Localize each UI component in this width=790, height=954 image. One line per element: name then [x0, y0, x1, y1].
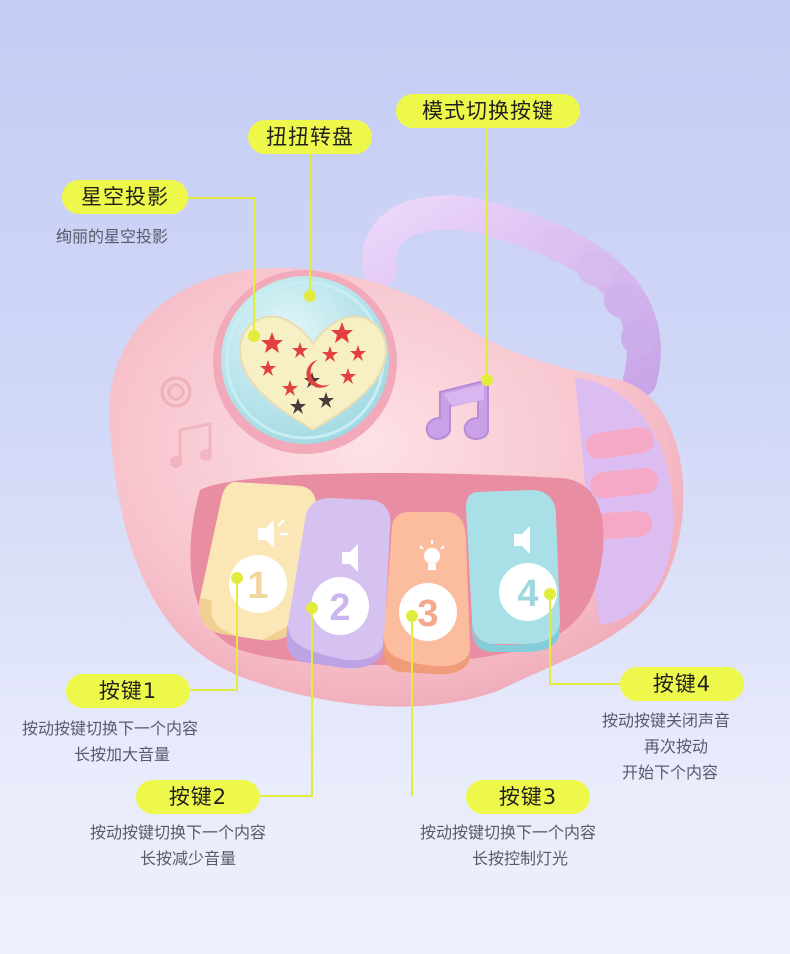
- desc-key4-line2: 再次按动: [644, 737, 709, 756]
- label-key2: 按键2: [136, 780, 260, 814]
- desc-projection: 绚丽的星空投影: [56, 227, 169, 246]
- desc-key4-line1: 按动按键关闭声音: [602, 711, 731, 730]
- piano-key-1: 1: [198, 482, 317, 641]
- desc-key2-line2: 长按减少音量: [140, 849, 237, 868]
- svg-text:1: 1: [247, 565, 268, 607]
- heart-projector: [238, 315, 388, 432]
- music-note-emboss-icon: [170, 422, 212, 468]
- svg-text:2: 2: [329, 587, 350, 629]
- sound-off-icon: [514, 526, 530, 554]
- piano-key-3: 3: [382, 512, 470, 675]
- piano-key-2: 2: [286, 498, 391, 669]
- leader-lines: [188, 128, 620, 797]
- desc-key1-line1: 按动按键切换下一个内容: [22, 719, 199, 738]
- desc-key2-line1: 按动按键切换下一个内容: [90, 823, 267, 842]
- label-dial: 扭扭转盘: [248, 120, 372, 154]
- mode-switch-button: [425, 378, 489, 440]
- label-mode-switch: 模式切换按键: [396, 94, 580, 128]
- svg-text:3: 3: [417, 593, 438, 635]
- volume-up-icon: [258, 519, 288, 548]
- desc-key1-line2: 长按加大音量: [74, 745, 171, 764]
- spiral-emboss-icon: [160, 376, 192, 408]
- label-key3: 按键3: [466, 780, 590, 814]
- star-pattern: [260, 322, 366, 396]
- desc-key3-line1: 按动按键切换下一个内容: [420, 823, 597, 842]
- leader-line-key1: [190, 580, 238, 691]
- desc-key4-line3: 开始下个内容: [622, 763, 719, 782]
- leader-line-key4: [549, 596, 620, 685]
- volume-down-icon: [342, 544, 358, 572]
- piano-key-4: 4: [466, 490, 560, 652]
- light-icon: [419, 540, 445, 570]
- leader-line-projection: [188, 197, 255, 334]
- svg-text:4: 4: [517, 573, 538, 615]
- leader-line-key2: [260, 610, 313, 797]
- label-key4: 按键4: [620, 667, 744, 701]
- desc-key3-line2: 长按控制灯光: [472, 849, 569, 868]
- moon-icon: [306, 360, 330, 388]
- label-key1: 按键1: [66, 674, 190, 708]
- handle: [362, 195, 661, 397]
- label-projection: 星空投影: [62, 180, 188, 214]
